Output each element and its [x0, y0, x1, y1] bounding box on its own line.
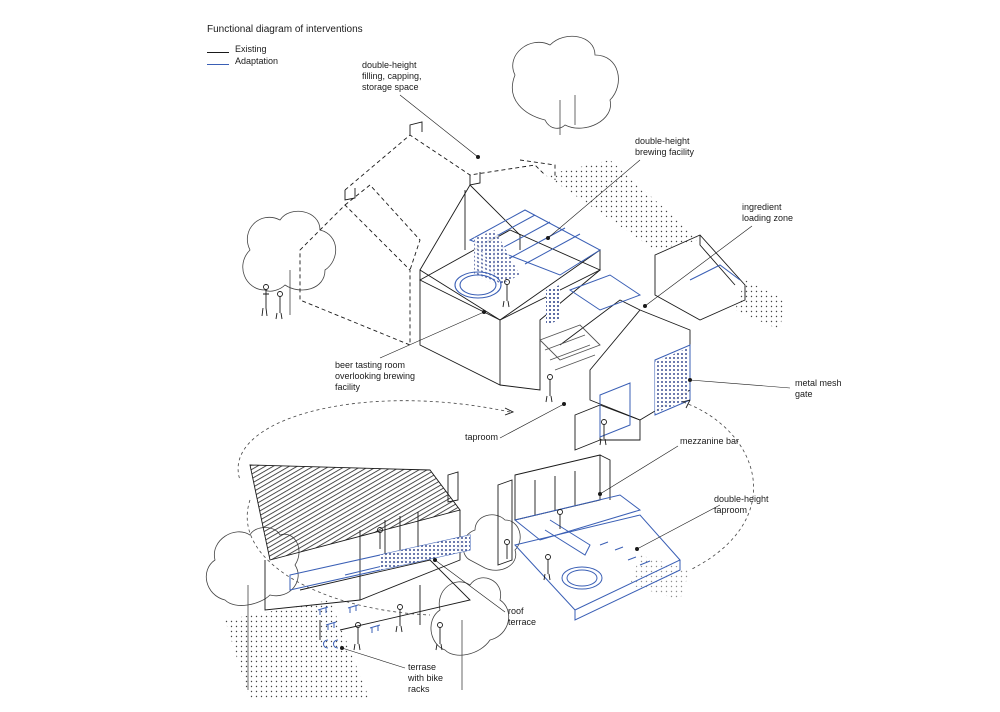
legend-item-existing: Existing [207, 44, 267, 55]
leader-dot-roof-terrace [433, 558, 437, 562]
leader-dot-tasting [482, 310, 486, 314]
diagram-title: Functional diagram of interventions [207, 24, 363, 35]
leader-dot-terrase [340, 646, 344, 650]
tree-left [242, 211, 337, 292]
taproom-base [574, 404, 601, 451]
leader-dot-loading [643, 304, 647, 308]
mesh-panel-brewing [475, 230, 520, 285]
leader-dot-brewing [546, 236, 550, 240]
terrace-furniture [317, 604, 381, 649]
label-tasting: beer tasting room overlooking brewing fa… [335, 360, 416, 392]
leader-line-dh-taproom [636, 504, 721, 550]
stair [544, 519, 591, 556]
leader-line-terrase [341, 647, 406, 669]
label-storage: double-height filling, capping, storage … [362, 60, 422, 92]
leader-dot-dh-taproom [635, 547, 639, 551]
bottom-right-building [497, 454, 611, 566]
left-gable-wall [299, 204, 411, 346]
legend-label-existing: Existing [235, 44, 267, 54]
circulation-path [237, 400, 754, 616]
arrow-left [504, 407, 515, 416]
round-table-top [454, 271, 502, 299]
taproom-glazing [599, 382, 631, 438]
stair-hatch [539, 324, 601, 361]
leader-line-storage [399, 94, 479, 158]
bottom-left-building [249, 464, 471, 640]
label-brewing: double-height brewing facility [635, 136, 695, 157]
mesh-panel-2 [546, 285, 560, 325]
pillar [497, 479, 513, 566]
leader-dot-storage [476, 155, 480, 159]
leader-line-mesh-gate [689, 379, 791, 389]
leader-dot-mesh-gate [688, 378, 692, 382]
mesh-panel-terrace [380, 535, 470, 570]
tree-top-right [512, 36, 619, 129]
demolished-roof-outline [344, 134, 546, 191]
label-terrase: terrase with bike racks [408, 662, 444, 694]
main-wall-side [499, 249, 601, 391]
leader-line-loading [644, 225, 753, 307]
leader-line-taproom [499, 403, 565, 439]
leader-dots [340, 155, 692, 650]
legend-swatch-existing [207, 52, 229, 53]
legend-swatch-adaptation [207, 64, 229, 65]
leader-lines [341, 94, 791, 669]
main-gable [419, 184, 521, 271]
trees [206, 36, 619, 690]
right-wing-box [654, 234, 746, 321]
top-building-adaptation [468, 209, 741, 438]
label-dh-taproom: double-height taproom [714, 494, 769, 515]
leader-line-roof-terrace [434, 559, 506, 613]
label-taproom: taproom [465, 432, 499, 442]
label-mesh-gate: metal mesh gate [795, 378, 842, 399]
tree-bottom-mid [430, 577, 509, 656]
legend-item-adaptation: Adaptation [207, 56, 278, 67]
leader-dot-taproom [562, 402, 566, 406]
chimney [447, 471, 459, 503]
leader-line-mezzanine [599, 445, 679, 495]
legend-label-adaptation: Adaptation [235, 56, 279, 66]
mesh-panel-gate [655, 348, 688, 413]
people [261, 279, 607, 651]
label-roof-terrace: roof terrace [508, 606, 537, 627]
lower-wall [299, 559, 471, 631]
ground-dots [225, 160, 785, 700]
brewing-frame [468, 209, 601, 276]
round-table-bottom [566, 569, 598, 587]
leader-dot-mezzanine [598, 492, 602, 496]
label-loading: ingredient loading zone [742, 202, 794, 223]
mezzanine-deck [513, 494, 642, 541]
leader-line-tasting [379, 311, 485, 359]
arrow-right [681, 399, 691, 409]
leader-line-brewing [547, 159, 641, 239]
bottom-right-adaptation [513, 494, 681, 621]
loading-platform [568, 274, 642, 311]
label-mezzanine: mezzanine bar [680, 436, 740, 446]
